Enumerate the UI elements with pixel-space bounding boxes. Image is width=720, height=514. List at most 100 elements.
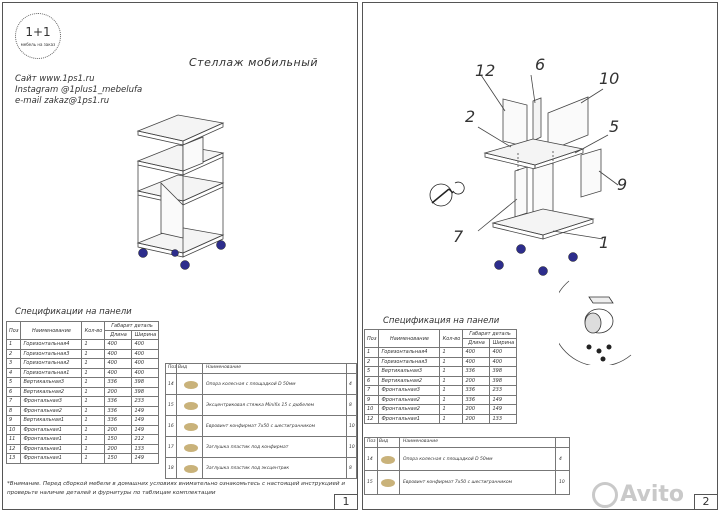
table-cell: 5	[5, 377, 22, 388]
col-pos: Поз	[5, 321, 22, 340]
fitting-pos: 17	[168, 444, 174, 450]
table-cell: 233	[131, 396, 160, 407]
table-cell: 1	[81, 339, 106, 350]
table-cell: 1	[81, 424, 106, 435]
fitting-pos: 15	[168, 402, 174, 408]
table-cell: Фронтальная2	[378, 394, 441, 405]
table-cell: 11	[5, 434, 22, 445]
table-cell: 1	[81, 386, 106, 397]
panel-spec-title-2: Спецификация на панели	[383, 316, 500, 326]
fitting-name: Евровинт конфирмат 7х50 с шестигранником	[403, 479, 513, 485]
fit-col-pos: Поз	[168, 365, 177, 370]
table-cell: 133	[489, 413, 518, 424]
table-cell: 200	[104, 386, 133, 397]
table-cell: 1	[439, 385, 464, 396]
table-cell: 336	[104, 377, 133, 388]
callout-5: 5	[609, 117, 620, 136]
page-number: 1	[334, 494, 357, 509]
table-cell: 7	[363, 385, 380, 396]
table-cell: 336	[462, 394, 491, 405]
fitting-pos: 18	[168, 465, 174, 471]
fitting-part-icon	[184, 380, 198, 389]
table-cell: 1	[81, 377, 106, 388]
table-cell: 1	[439, 366, 464, 377]
fit-col-pos: Поз	[367, 439, 376, 444]
table-cell: 233	[489, 385, 518, 396]
callout-1: 1	[599, 233, 610, 252]
fitting-part-icon	[381, 455, 395, 464]
fittings-header: Поз Вид Наименование	[166, 364, 356, 373]
fitting-part-icon	[184, 401, 198, 410]
table-cell: 336	[462, 385, 491, 396]
table-cell: 400	[131, 339, 160, 350]
table-cell: 200	[462, 375, 491, 386]
table-cell: 1	[5, 339, 22, 350]
table-cell: Горизонтальная2	[20, 358, 83, 369]
fitting-name: Заглушка пластик под эксцентрик	[206, 465, 290, 471]
table-cell: Фронтальная1	[20, 443, 83, 454]
table-cell: 398	[489, 375, 518, 386]
contact-instagram: Instagram @1plus1_mebelufa	[15, 85, 143, 95]
table-cell: 1	[81, 434, 106, 445]
table-cell: 398	[131, 386, 160, 397]
table-cell: 1	[81, 348, 106, 359]
drawing-sheet-1: 1+1 мебель на заказ Стеллаж мобильный Са…	[2, 2, 358, 510]
table-cell: 12	[363, 413, 380, 424]
table-cell: 6	[363, 375, 380, 386]
table-cell: 10	[5, 424, 22, 435]
fitting-qty: 10	[349, 444, 355, 450]
table-cell: 1	[363, 347, 380, 358]
col-size: Габарит деталь	[104, 321, 160, 331]
table-cell: 336	[104, 405, 133, 416]
table-cell: 1	[81, 443, 106, 454]
callout-7: 7	[453, 227, 464, 246]
table-cell: 398	[131, 377, 160, 388]
table-cell: 4	[5, 367, 22, 378]
table-cell: 149	[489, 404, 518, 415]
table-cell: Горизонтальная3	[20, 348, 83, 359]
table-cell: Фронтальная1	[378, 413, 441, 424]
drawing-title: Стеллаж мобильный	[189, 56, 319, 69]
fitting-part-icon	[184, 464, 198, 473]
callout-9: 9	[617, 175, 628, 194]
table-cell: 400	[462, 356, 491, 367]
table-cell: 400	[104, 339, 133, 350]
fitting-qty: 4	[349, 381, 352, 387]
table-cell: 336	[462, 366, 491, 377]
table-cell: 200	[104, 443, 133, 454]
table-cell: Горизонтальная4	[20, 339, 83, 350]
col-width: Ширина	[131, 330, 160, 340]
table-cell: Вертикальная1	[20, 415, 83, 426]
fit-col-name: Наименование	[206, 365, 241, 370]
table-cell: 336	[104, 396, 133, 407]
table-cell: 1	[81, 415, 106, 426]
table-cell: 1	[81, 367, 106, 378]
callout-10: 10	[599, 69, 620, 88]
callout-6: 6	[535, 55, 546, 74]
table-cell: Вертикальная2	[378, 375, 441, 386]
table-cell: 1	[81, 358, 106, 369]
table-cell: Фронтальная1	[20, 424, 83, 435]
table-cell: 1	[439, 375, 464, 386]
table-cell: 400	[104, 358, 133, 369]
company-logo: 1+1 мебель на заказ	[15, 13, 61, 59]
table-cell: 149	[489, 394, 518, 405]
table-cell: Фронтальная3	[20, 396, 83, 407]
table-cell: Горизонтальная4	[378, 347, 441, 358]
table-cell: 149	[131, 405, 160, 416]
table-cell: 400	[104, 348, 133, 359]
panel-spec-table: Поз Наименование Кол-во Габарит деталь Д…	[5, 321, 160, 464]
